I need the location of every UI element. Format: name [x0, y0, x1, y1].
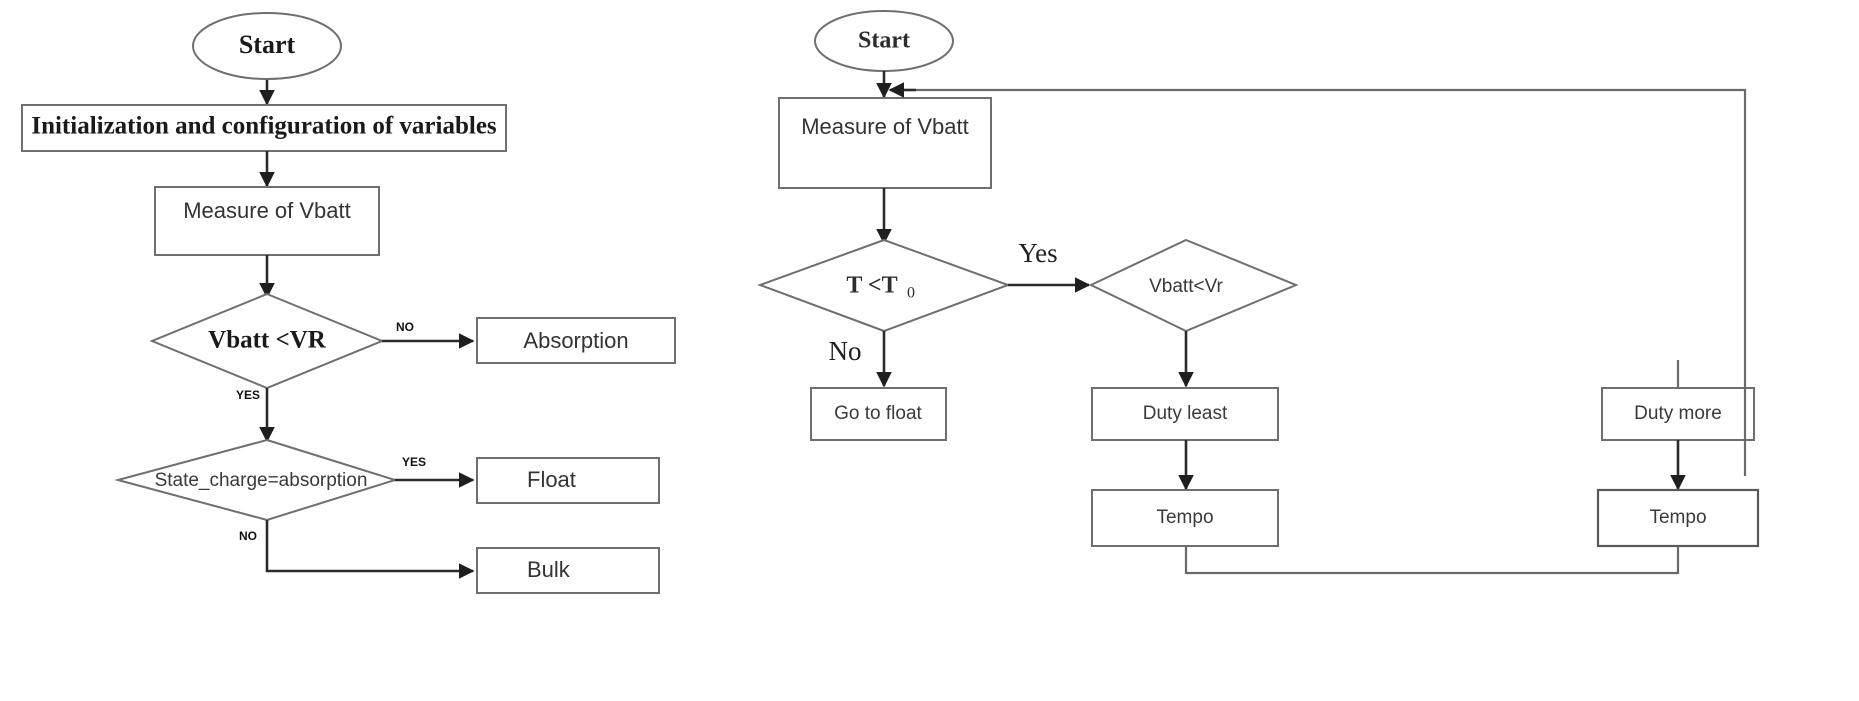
right-edge-label-t-no: No: [829, 336, 862, 366]
right-start-label: Start: [858, 28, 910, 54]
left-absorption-label: Absorption: [523, 328, 628, 353]
left-edge-label-state-no: NO: [239, 529, 257, 543]
left-edge-label-vbatt-no: NO: [396, 320, 414, 334]
right-decision-vbatt-node[interactable]: Vbatt<Vr: [1088, 238, 1299, 333]
right-decision-vbatt-label: Vbatt<Vr: [1149, 276, 1223, 297]
left-float-node[interactable]: Float: [476, 457, 660, 504]
right-duty-least-label: Duty least: [1143, 403, 1228, 424]
left-edge-state-no: [265, 520, 475, 579]
right-measure-node[interactable]: Measure of Vbatt: [778, 97, 992, 189]
right-go-to-float-node[interactable]: Go to float: [810, 387, 947, 441]
right-decision-t-subscript: 0: [907, 285, 915, 302]
left-measure-label: Measure of Vbatt: [183, 198, 351, 223]
right-tempo-right-label: Tempo: [1649, 507, 1706, 528]
right-duty-more-node[interactable]: Duty more: [1601, 387, 1755, 441]
left-bulk-node[interactable]: Bulk: [476, 547, 660, 594]
right-decision-t-label: T <T: [846, 273, 897, 299]
left-start-label: Start: [239, 30, 296, 59]
right-measure-label: Measure of Vbatt: [801, 114, 969, 139]
right-decision-t-node[interactable]: T <T 0: [757, 238, 1011, 333]
left-float-label: Float: [527, 467, 576, 492]
right-tempo-left-label: Tempo: [1156, 507, 1213, 528]
left-edge-label-vbatt-yes: YES: [236, 388, 260, 402]
left-absorption-node[interactable]: Absorption: [476, 317, 676, 364]
left-bulk-label: Bulk: [527, 557, 571, 582]
right-go-to-float-label: Go to float: [834, 403, 922, 424]
right-edge-tempo-bottom-loop: [1184, 546, 1680, 575]
left-decision-vbatt-label: Vbatt <VR: [208, 327, 327, 354]
left-init-node[interactable]: Initialization and configuration of vari…: [21, 104, 507, 152]
right-edge-feedback-loop: [900, 88, 1747, 440]
right-duty-least-node[interactable]: Duty least: [1091, 387, 1279, 441]
right-duty-more-label: Duty more: [1634, 403, 1722, 424]
left-edge-label-state-yes: YES: [402, 455, 426, 469]
right-tempo-right-node[interactable]: Tempo: [1596, 488, 1760, 548]
left-decision-state-node[interactable]: State_charge=absorption: [114, 438, 399, 522]
left-measure-node[interactable]: Measure of Vbatt: [154, 186, 380, 256]
right-edge-label-t-yes: Yes: [1018, 238, 1057, 268]
left-start-node[interactable]: Start: [192, 12, 342, 80]
left-init-label: Initialization and configuration of vari…: [31, 113, 497, 140]
left-decision-state-label: State_charge=absorption: [155, 470, 368, 491]
right-tempo-left-node[interactable]: Tempo: [1091, 489, 1279, 547]
left-decision-vbatt-node[interactable]: Vbatt <VR: [149, 292, 385, 390]
right-start-node[interactable]: Start: [814, 10, 954, 72]
